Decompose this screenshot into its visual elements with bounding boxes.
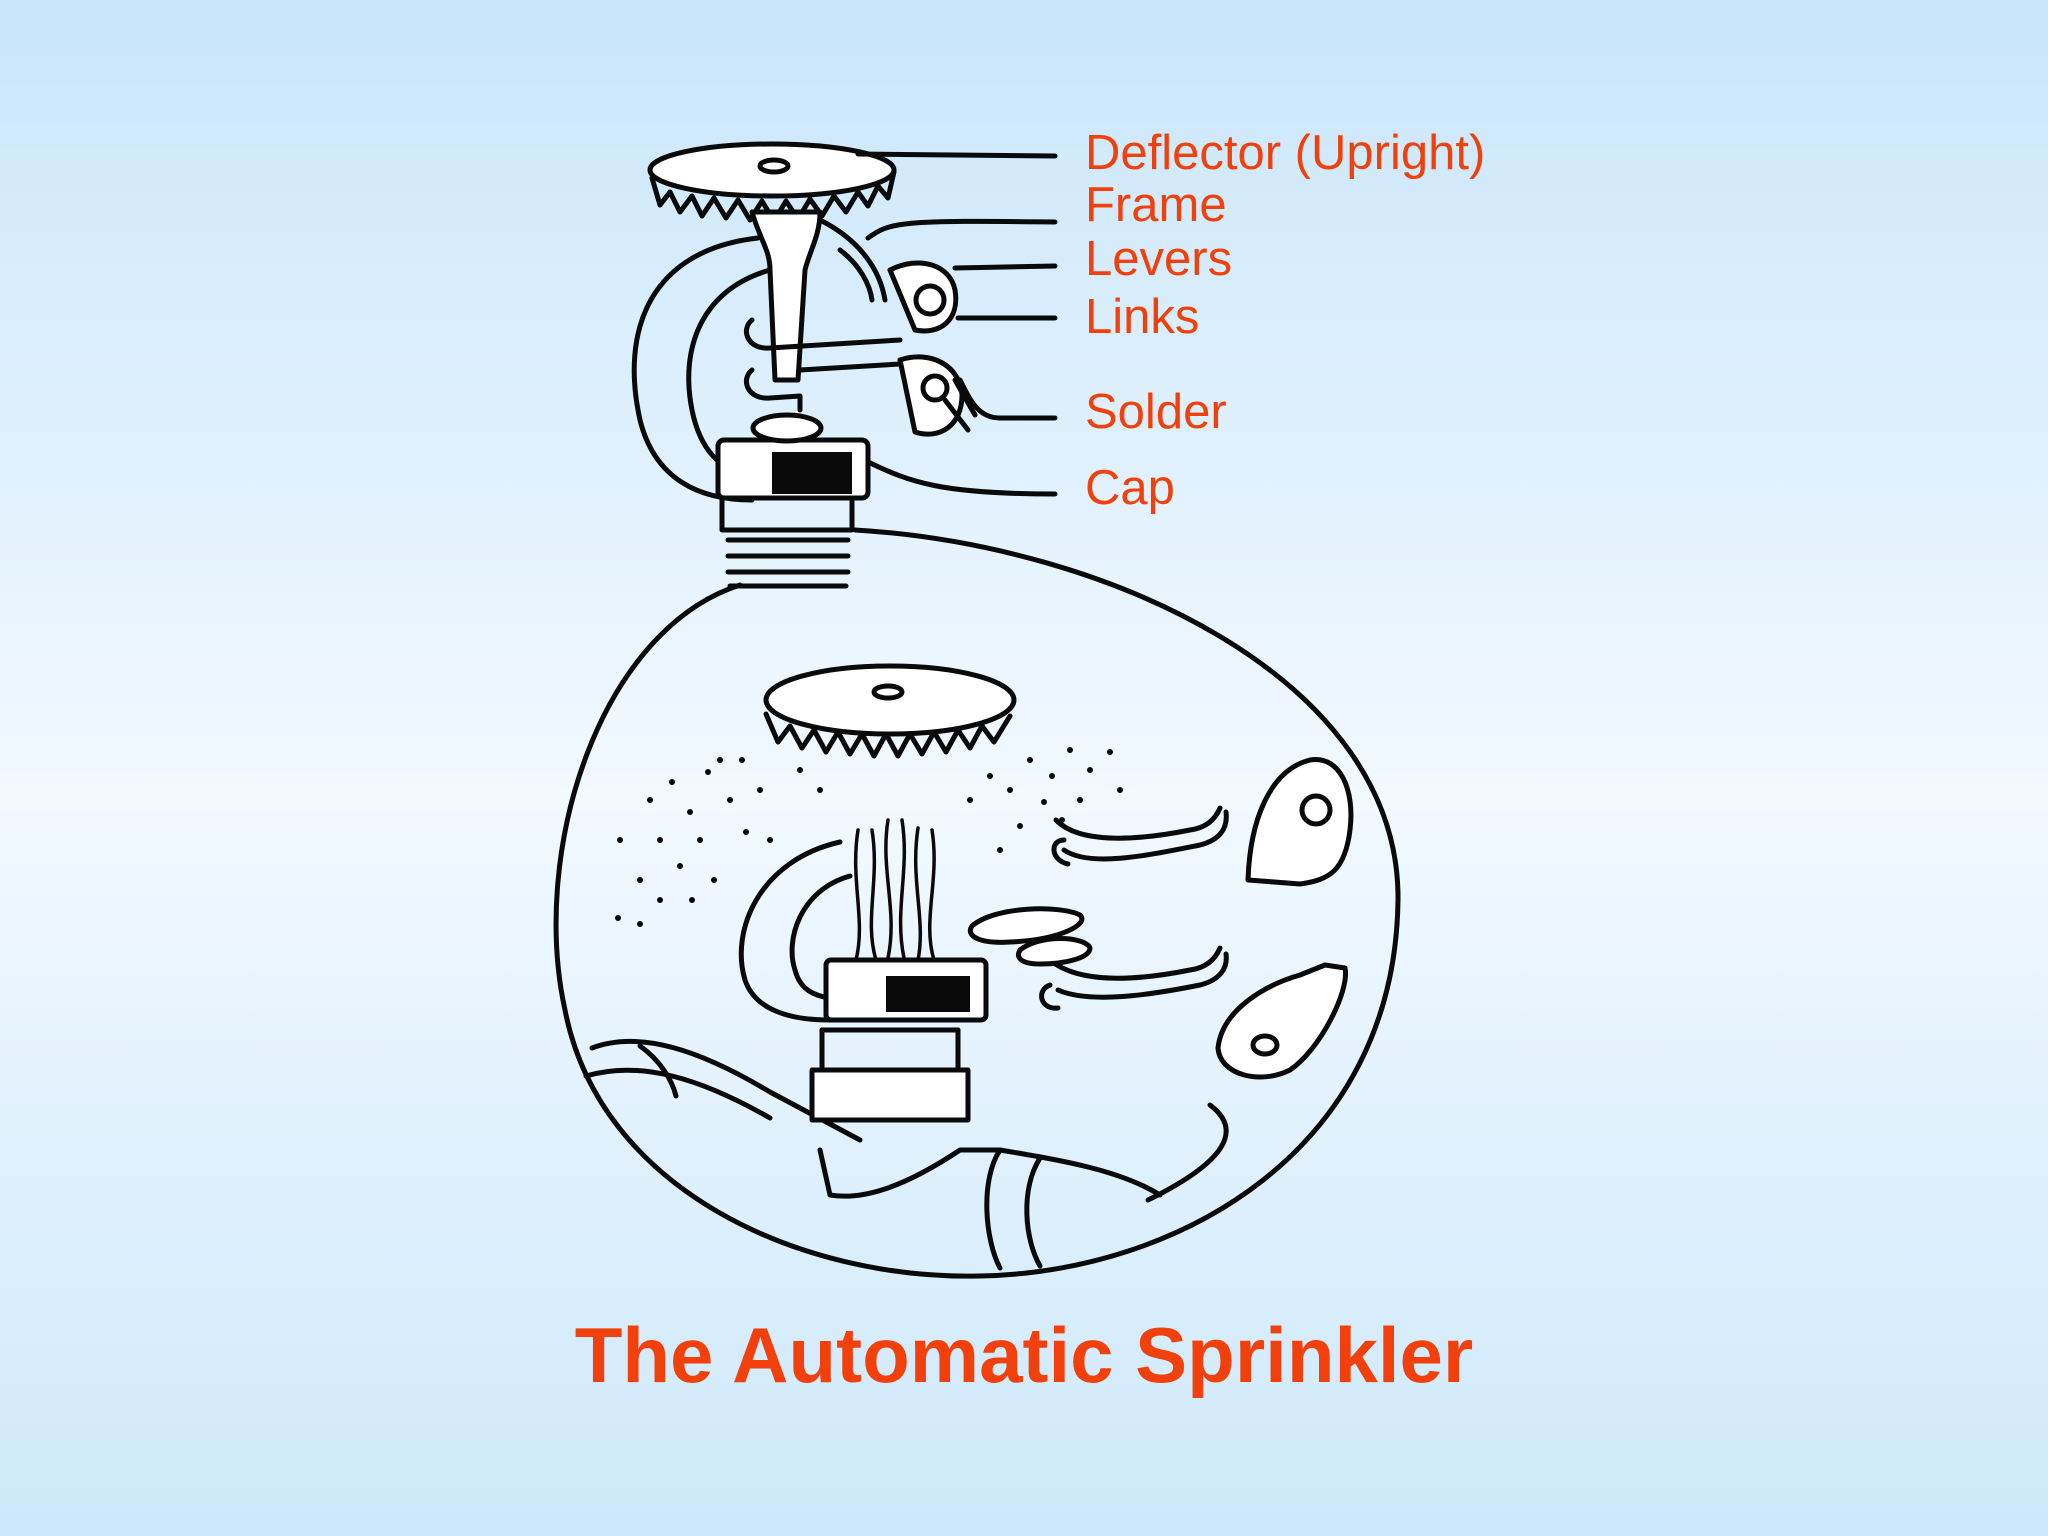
operating-sprinkler-inset	[553, 527, 1401, 1279]
levers-links-part	[744, 260, 978, 437]
cap-base-part	[715, 412, 871, 589]
label-cap: Cap	[1085, 461, 1175, 515]
label-levers: Levers	[1085, 232, 1233, 286]
label-deflector: Deflector (Upright)	[1085, 126, 1486, 180]
label-leader-lines	[855, 151, 1058, 497]
label-solder: Solder	[1085, 385, 1227, 439]
slide-title: The Automatic Sprinkler	[574, 1311, 1474, 1399]
label-links: Links	[1085, 290, 1200, 344]
deflector-part	[647, 141, 897, 224]
label-frame: Frame	[1085, 178, 1227, 232]
closed-sprinkler-drawing	[631, 141, 978, 589]
water-spray-part	[615, 747, 1123, 927]
